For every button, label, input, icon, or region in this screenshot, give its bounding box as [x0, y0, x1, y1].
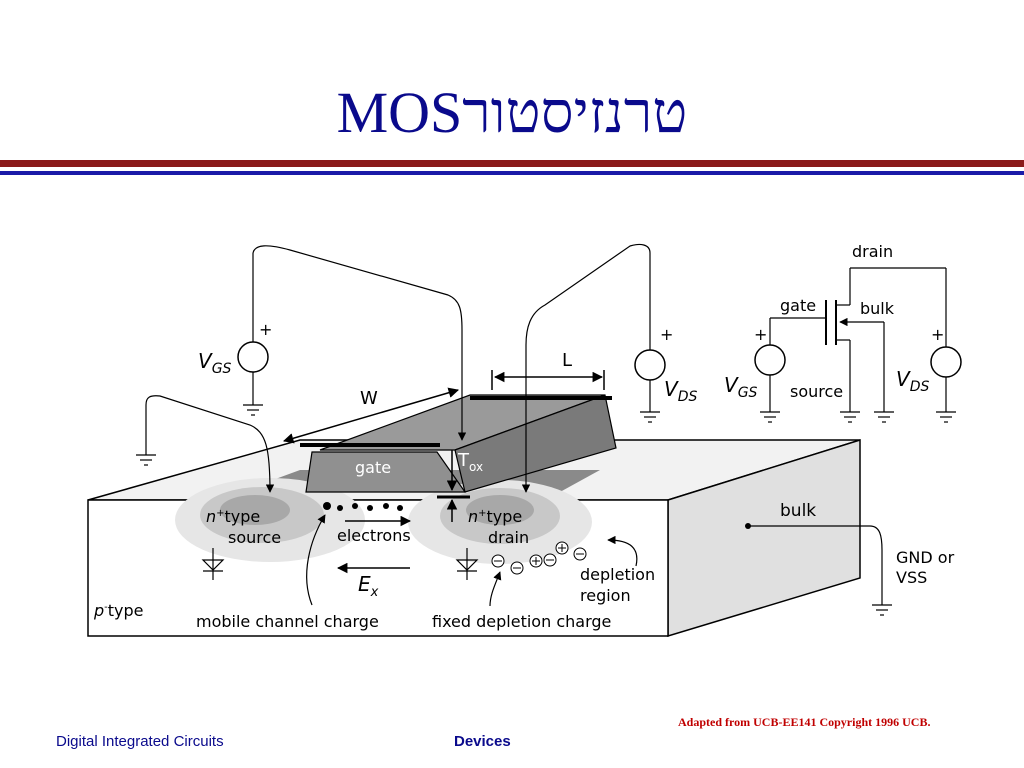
drain-label: drain [488, 528, 529, 547]
gate-wire [252, 245, 467, 441]
title-rule-red [0, 160, 1024, 167]
footer-course-title: Digital Integrated Circuits [56, 733, 224, 750]
source-diode-icon [201, 548, 225, 580]
vgs-sub: GS [212, 361, 232, 377]
tox-main: T [457, 450, 470, 471]
gnd-label: GND or [896, 548, 955, 567]
vds-plus: + [660, 325, 673, 344]
vds-main: V [664, 377, 679, 401]
schematic-drain-label: drain [852, 242, 893, 261]
title-hebrew: טרנזיסטור [462, 80, 688, 145]
ex-label: Ex [358, 572, 379, 600]
nmos-schematic [754, 267, 962, 423]
w-label: W [360, 388, 378, 409]
ex-sub: x [370, 585, 379, 600]
mobile-charge-arrow [306, 514, 326, 606]
vgs-voltage-source [237, 253, 269, 416]
l-label: L [562, 350, 572, 371]
schematic-vgs-label: VGS [724, 373, 758, 401]
vds-sub: DS [678, 389, 698, 405]
depletion-label-1: depletion [580, 565, 655, 584]
vgs-main: V [198, 349, 213, 373]
n-drain-label: n+type [468, 507, 522, 526]
bulk-label: bulk [780, 501, 816, 521]
source-ground-icon [136, 454, 156, 466]
n-source-label: n+type [206, 507, 260, 526]
fixed-charge-label: fixed depletion charge [432, 612, 611, 631]
depletion-label-2: region [580, 586, 631, 605]
mobile-charge-label: mobile channel charge [196, 612, 379, 631]
vgs-plus: + [259, 320, 272, 339]
tox-sub: ox [469, 460, 483, 474]
drain-diode-icon [455, 548, 479, 580]
n-source-2: + [216, 508, 224, 519]
w-dimension-arrow [282, 387, 460, 444]
schematic-bulk-label: bulk [860, 299, 895, 318]
schematic-vgs-sub: GS [738, 385, 758, 401]
n-source-3: type [225, 507, 261, 526]
schematic-vds-plus: + [931, 325, 944, 344]
p-type-3: type [108, 601, 144, 620]
schematic-vds-main: V [896, 367, 911, 391]
vss-label: VSS [896, 568, 927, 587]
tox-label: Tox [457, 450, 483, 474]
p-type-label: p-type [93, 601, 144, 620]
ex-main: E [358, 572, 371, 596]
depletion-arrow [607, 535, 638, 567]
title-latin: MOS [336, 80, 463, 145]
schematic-vgs-plus: + [754, 325, 767, 344]
source-region [175, 478, 365, 562]
slide-title: MOSטרנזיסטור [0, 78, 1024, 148]
p-type-1: p [93, 601, 104, 620]
p-type-2: - [104, 602, 108, 613]
source-wire [145, 395, 275, 493]
schematic-gate-label: gate [780, 296, 816, 315]
n-drain-1: n [468, 507, 478, 526]
schematic-vds-sub: DS [910, 379, 930, 395]
bulk-connection [745, 523, 892, 616]
channel-electrons [323, 502, 403, 511]
schematic-vgs-main: V [724, 373, 739, 397]
footer-section-title: Devices [454, 733, 511, 750]
gate-label: gate [355, 458, 391, 477]
schematic-vds-label: VDS [896, 367, 929, 395]
n-drain-3: type [487, 507, 523, 526]
credit-text: Adapted from UCB-EE141 Copyright 1996 UC… [678, 715, 931, 729]
vds-voltage-source [634, 253, 666, 423]
electrons-label: electrons [337, 526, 411, 545]
vgs-label: VGS [198, 349, 232, 377]
source-label: source [228, 528, 281, 547]
title-rule-blue [0, 171, 1024, 175]
depletion-charges [491, 541, 587, 575]
drain-wire [521, 243, 651, 493]
schematic-source-label: source [790, 382, 843, 401]
n-drain-2: + [478, 508, 486, 519]
vds-label: VDS [664, 377, 697, 405]
fixed-charge-arrow [489, 571, 502, 607]
n-source-1: n [206, 507, 216, 526]
